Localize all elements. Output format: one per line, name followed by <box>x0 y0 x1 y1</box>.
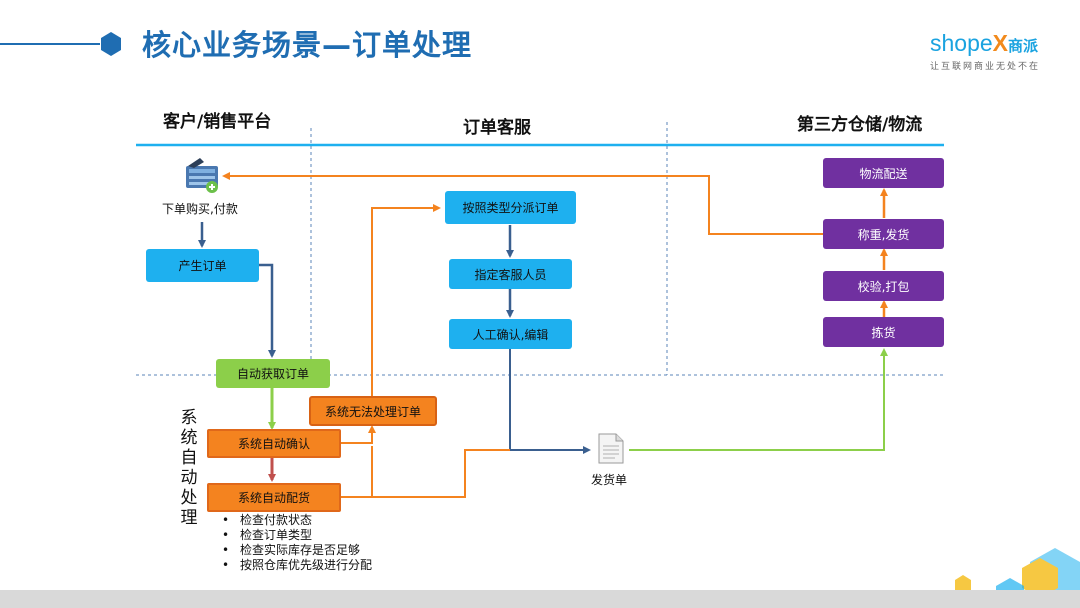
fetch-order-box: 自动获取订单 <box>216 359 330 388</box>
column-header-customer: 客户/销售平台 <box>163 112 272 132</box>
verify-pack-box: 校验,打包 <box>823 271 944 301</box>
arrow-manual-to-doc <box>509 349 591 454</box>
list-item: 按照仓库优先级进行分配 <box>222 558 372 573</box>
arrow-cannot-to-dispatch <box>371 204 441 396</box>
arrow-doc-to-pick <box>629 348 888 451</box>
arrow-allocate-to-cannot <box>340 446 373 498</box>
shopping-cart-icon <box>186 158 218 193</box>
hexagon-bullet-icon <box>101 32 121 56</box>
arrow-confirm-to-cannot <box>340 425 376 444</box>
deliver-box: 物流配送 <box>823 158 944 188</box>
pick-box: 拣货 <box>823 317 944 347</box>
brand-logo: shopeX商派 让互联网商业无处不在 <box>930 30 1050 72</box>
arrow-order-to-fetch <box>258 263 276 358</box>
logo-brand: shopeX <box>930 30 1009 56</box>
page-title: 核心业务场景—订单处理 <box>142 28 473 62</box>
column-header-service: 订单客服 <box>463 118 531 138</box>
manual-confirm-box: 人工确认,编辑 <box>449 319 572 349</box>
weigh-ship-box: 称重,发货 <box>823 219 944 249</box>
logo-slogan: 让互联网商业无处不在 <box>930 62 1041 72</box>
auto-section-label: 系统自动处理 <box>180 408 198 528</box>
auto-confirm-box: 系统自动确认 <box>207 429 341 458</box>
shipping-doc-label: 发货单 <box>591 473 628 487</box>
dispatch-order-box: 按照类型分派订单 <box>445 191 576 224</box>
document-icon <box>598 433 624 464</box>
footer-bar <box>0 590 1080 608</box>
buy-label: 下单购买,付款 <box>162 202 238 216</box>
list-item: 检查实际库存是否足够 <box>222 543 372 558</box>
column-header-warehouse: 第三方仓储/物流 <box>797 115 923 135</box>
list-item: 检查付款状态 <box>222 513 372 528</box>
auto-allocate-box: 系统自动配货 <box>207 483 341 512</box>
allocation-checks-list: 检查付款状态 检查订单类型 检查实际库存是否足够 按照仓库优先级进行分配 <box>222 513 372 573</box>
cannot-process-box: 系统无法处理订单 <box>309 396 437 426</box>
arrow-weigh-to-customer <box>222 172 823 235</box>
create-order-box: 产生订单 <box>146 249 259 282</box>
assign-agent-box: 指定客服人员 <box>449 259 572 289</box>
logo-brand-cn: 商派 <box>1008 37 1039 55</box>
list-item: 检查订单类型 <box>222 528 372 543</box>
arrow-allocate-to-doc <box>372 449 510 498</box>
